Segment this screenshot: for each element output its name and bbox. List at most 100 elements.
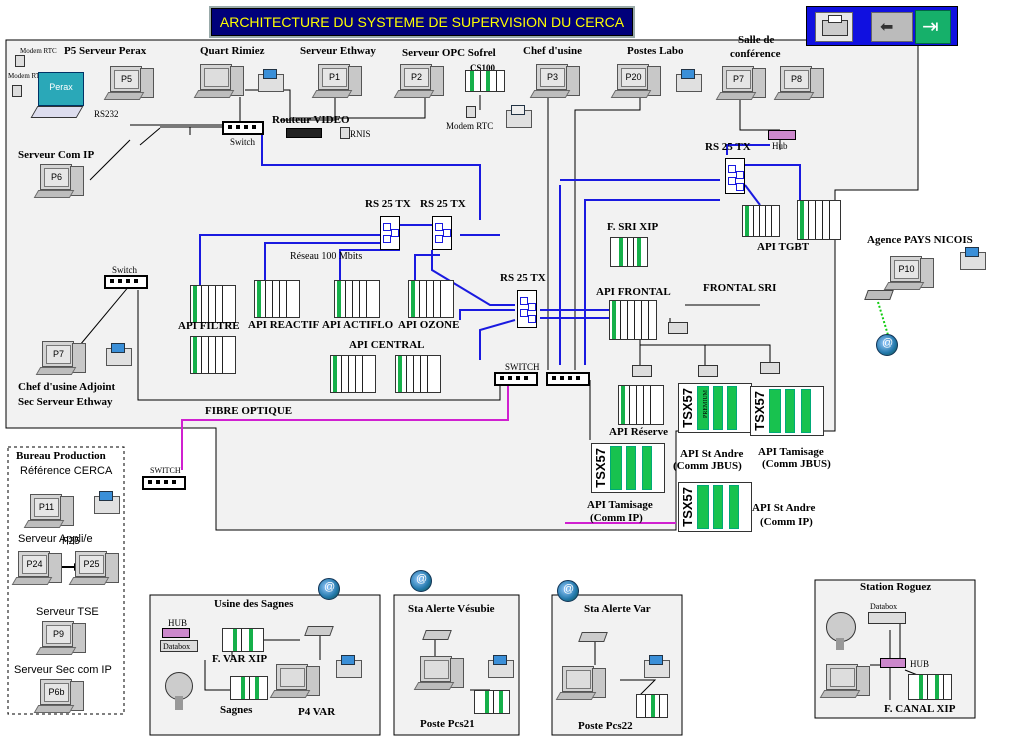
- vesubie-poste: Poste Pcs21: [420, 718, 475, 730]
- switch-label: Switch: [230, 137, 256, 147]
- internet-globe-icon: [410, 570, 432, 592]
- page-title: ARCHITECTURE DU SYSTEME DE SUPERVISION D…: [219, 14, 625, 30]
- plc-frontal: [609, 300, 657, 340]
- salle-label-2: conférence: [730, 48, 781, 60]
- plc-sri: [610, 237, 648, 267]
- computer-p25[interactable]: P25: [68, 551, 119, 585]
- api-st-andre-ip-1: API St Andre: [752, 502, 816, 514]
- fibre-link: [181, 385, 509, 470]
- plc-ozone: [408, 280, 454, 318]
- chef-adjoint-label-1: Chef d'usine Adjoint: [18, 381, 116, 393]
- modem-icon: [864, 290, 894, 300]
- ethway-label: Serveur Ethway: [300, 45, 376, 57]
- computer-roguez[interactable]: [819, 664, 870, 698]
- computer-rimiez[interactable]: [193, 64, 244, 98]
- satellite-dish-icon: [165, 672, 195, 712]
- switch-central-2: [546, 372, 590, 386]
- sagnes-databox-label: Databox: [163, 642, 191, 651]
- computer-p7-salle[interactable]: P7: [715, 66, 766, 100]
- modem-icon: [466, 106, 476, 118]
- swithch-label: SWITCH: [505, 362, 540, 372]
- internet-globe-icon: [557, 580, 579, 602]
- rimiez-label: Quart Rimiez: [200, 45, 265, 57]
- computer-p11[interactable]: P11: [23, 494, 74, 528]
- back-button[interactable]: ⬅: [871, 12, 913, 42]
- modem-label-1: Modem RTC: [20, 47, 57, 55]
- printer-icon: [488, 655, 514, 678]
- computer-p4-var[interactable]: [269, 664, 320, 698]
- bureau-p25-label: P25: [62, 536, 80, 547]
- plc-canal-xip: [908, 674, 952, 700]
- computer-p8[interactable]: P8: [773, 66, 824, 100]
- plc-vesubie: [474, 690, 510, 714]
- fibre-label: FIBRE OPTIQUE: [205, 405, 293, 417]
- computer-pcs22[interactable]: [555, 666, 606, 700]
- plc-reactif: [254, 280, 300, 318]
- hub-salle: [768, 130, 796, 140]
- print-button[interactable]: [815, 12, 853, 42]
- toolbar: ⬅ ⇥: [806, 6, 958, 46]
- api-frontal-label: API FRONTAL: [596, 286, 671, 298]
- api-reserve-label: API Réserve: [609, 426, 668, 438]
- computer-p2[interactable]: P2: [393, 64, 444, 98]
- converter-icon: [668, 322, 688, 334]
- plc-tgbt-1: [742, 205, 780, 237]
- switch-central-1: [494, 372, 538, 386]
- premium-label: PREMIUM: [703, 390, 709, 419]
- rs25-switch-c: [517, 290, 537, 328]
- api-ozone-label: API OZONE: [398, 319, 460, 331]
- var-title: Sta Alerte Var: [584, 603, 651, 615]
- modem-icon: [422, 630, 452, 640]
- api-tam-jbus-1: API Tamisage: [758, 446, 824, 458]
- plc-filtre: [190, 285, 236, 323]
- computer-p5[interactable]: P5: [103, 66, 154, 100]
- printer-icon: [94, 491, 120, 514]
- computer-p7-adjoint[interactable]: P7: [35, 341, 86, 375]
- switch-top: [222, 121, 264, 135]
- printer-icon: [644, 655, 670, 678]
- computer-p9[interactable]: P9: [35, 621, 86, 655]
- roguez-hub-label: HUB: [910, 659, 930, 669]
- reseau-label: Réseau 100 Mbits: [290, 251, 363, 262]
- rs25-label-a: RS 25 TX: [365, 198, 411, 210]
- api-tam-ip-2: (Comm IP): [590, 512, 643, 524]
- modem-label-2: Modem RTC: [8, 72, 45, 80]
- switch-left: [104, 275, 148, 289]
- rs25-switch-a: [380, 216, 400, 250]
- cs100-label: CS100: [470, 63, 496, 73]
- api-actiflo-label: API ACTIFLO: [322, 319, 394, 331]
- computer-p24[interactable]: P24: [11, 551, 62, 585]
- sagnes-var-xip: F. VAR XIP: [212, 653, 268, 665]
- agence-label: Agence PAYS NICOIS: [867, 234, 973, 246]
- perax-computer[interactable]: Perax: [30, 72, 98, 122]
- api-st-andre-jbus-2: (Comm JBUS): [673, 460, 742, 472]
- salle-label-1: Salle de: [738, 34, 775, 46]
- tsx57-tamisage-ip: TSX57: [591, 443, 665, 493]
- hub-sagnes: [162, 628, 190, 638]
- perax-screen: Perax: [49, 82, 73, 92]
- api-filtre-label: API FILTRE: [178, 320, 240, 332]
- plc-tgbt-2: [797, 200, 841, 240]
- computer-p3[interactable]: P3: [529, 64, 580, 98]
- api-reactif-label: API REACTIF: [248, 319, 320, 331]
- rs25-label-c: RS 25 TX: [500, 272, 546, 284]
- computer-p20[interactable]: P20: [610, 64, 661, 98]
- opc-label: Serveur OPC Sofrel: [402, 47, 496, 59]
- salle-hub-label: Hub: [772, 141, 788, 151]
- modem-icon: [12, 85, 22, 97]
- computer-p1[interactable]: P1: [311, 64, 362, 98]
- computer-p6[interactable]: P6: [33, 164, 84, 198]
- plc-central-2: [395, 355, 441, 393]
- computer-p6b[interactable]: P6b: [33, 679, 84, 713]
- exit-button[interactable]: ⇥: [915, 10, 951, 44]
- cs100-rack: [465, 70, 505, 92]
- rs25-label-b: RS 25 TX: [420, 198, 466, 210]
- api-tam-jbus-2: (Comm JBUS): [762, 458, 831, 470]
- api-central-label: API CENTRAL: [349, 339, 425, 351]
- rs25-label-d: RS 25 TX: [705, 141, 751, 153]
- computer-pcs21[interactable]: [413, 656, 464, 690]
- computer-p10[interactable]: P10: [883, 256, 934, 290]
- rs25-switch-b: [432, 216, 452, 250]
- converter-icon: [632, 365, 652, 377]
- api-st-andre-ip-2: (Comm IP): [760, 516, 813, 528]
